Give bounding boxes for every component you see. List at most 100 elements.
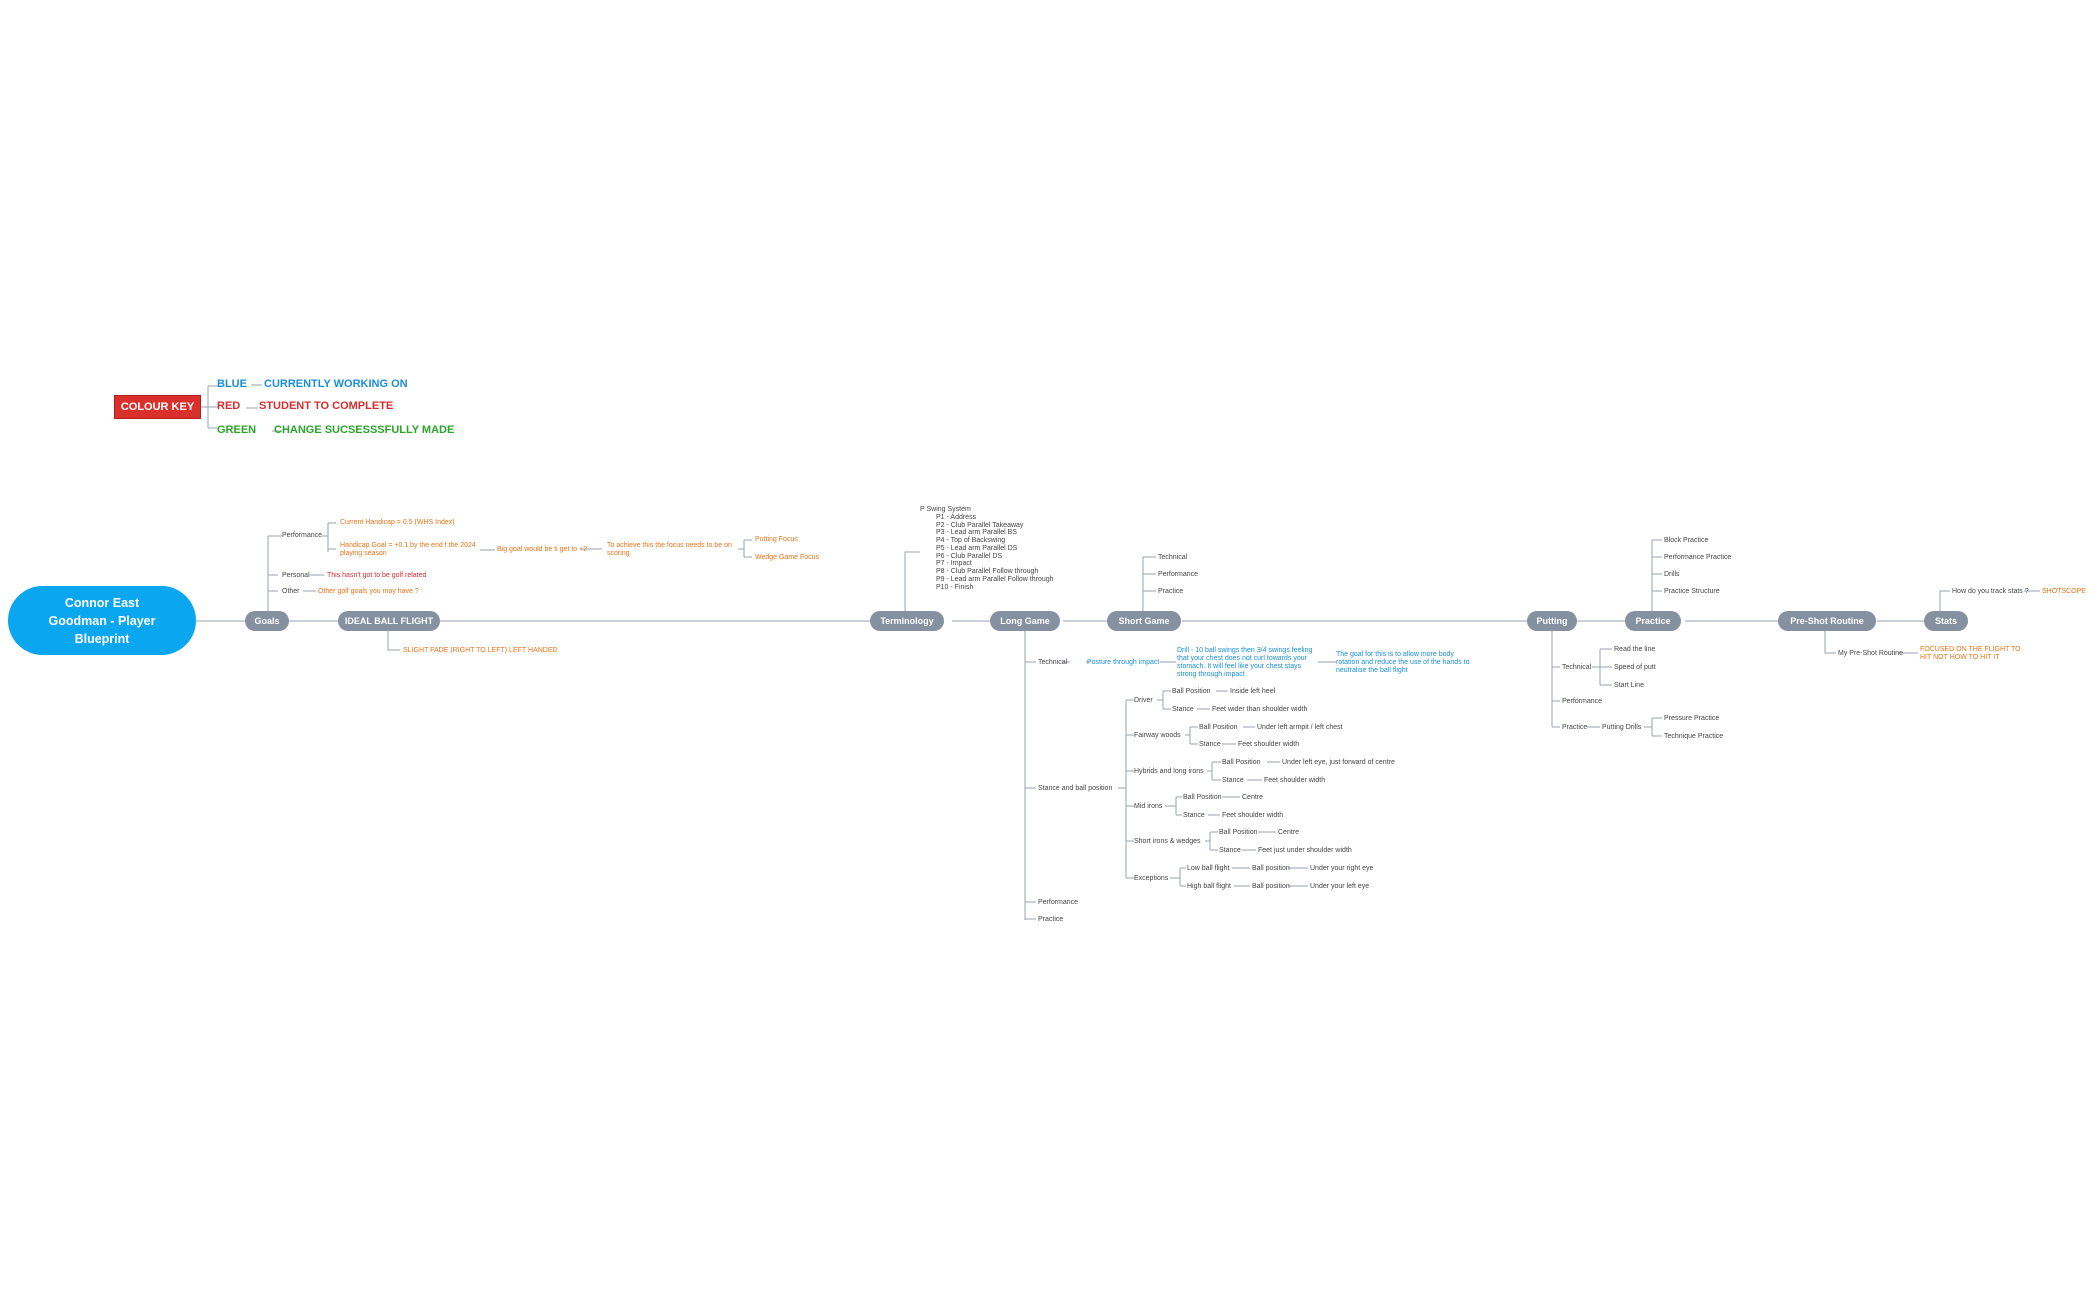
topic-putting[interactable]: Putting: [1527, 611, 1577, 631]
exception-low-value[interactable]: Under your right eye: [1310, 865, 1374, 872]
club-short-irons-wedges[interactable]: Short irons & wedges: [1134, 838, 1201, 845]
stats-answer[interactable]: SHOTSCOPE: [2042, 588, 2086, 595]
fairway-stance-label[interactable]: Stance: [1199, 741, 1221, 748]
club-fairway-woods[interactable]: Fairway woods: [1134, 732, 1181, 739]
practice-drills[interactable]: Drills: [1664, 571, 1680, 578]
hybrid-ball-position-value[interactable]: Under left eye, just forward of centre: [1282, 759, 1395, 766]
hybrid-stance-label[interactable]: Stance: [1222, 777, 1244, 784]
putting-start-line[interactable]: Start Line: [1614, 682, 1644, 689]
long-game-exceptions[interactable]: Exceptions: [1134, 875, 1169, 882]
exception-high-value[interactable]: Under your left eye: [1310, 883, 1370, 890]
driver-stance-label[interactable]: Stance: [1172, 706, 1194, 713]
long-game-drill[interactable]: Drill - 10 ball swings then 3/4 swings f…: [1177, 647, 1313, 678]
mid-stance-value[interactable]: Feet shoulder width: [1222, 812, 1284, 819]
p-swing-system[interactable]: P Swing System P1 - Address P2 - Club Pa…: [920, 506, 1054, 591]
goals-personal-note[interactable]: This hasn't got to be golf related: [327, 572, 427, 579]
putting-drills[interactable]: Putting Drills: [1602, 724, 1642, 731]
p-swing-p4: P4 - Top of Backswing: [936, 537, 1006, 544]
putting-technique-practice[interactable]: Technique Practice: [1664, 733, 1724, 740]
topic-goals[interactable]: Goals: [245, 611, 289, 631]
short-game-technical[interactable]: Technical: [1158, 554, 1188, 561]
goals-other[interactable]: Other: [282, 588, 300, 595]
root-line-3: Blueprint: [74, 631, 130, 646]
topic-pre-shot-routine[interactable]: Pre-Shot Routine: [1778, 611, 1876, 631]
club-mid-irons[interactable]: Mid irons: [1134, 803, 1163, 810]
goals-personal[interactable]: Personal: [282, 572, 310, 579]
long-game-posture[interactable]: Posture through impact: [1087, 659, 1160, 666]
p-swing-p6: P6 - Club Parallel DS: [936, 552, 1003, 560]
exception-low-ball-position[interactable]: Ball position: [1252, 865, 1290, 872]
key-green-label[interactable]: GREEN: [217, 424, 257, 436]
fairway-ball-position-value[interactable]: Under left armpit / left chest: [1257, 724, 1343, 731]
p-swing-p5: P5 - Lead arm Parallel DS: [936, 544, 1018, 552]
club-driver[interactable]: Driver: [1134, 697, 1153, 704]
goals-focus[interactable]: To achieve this the focus needs to be on…: [607, 542, 732, 557]
hybrid-ball-position-label[interactable]: Ball Position: [1222, 759, 1261, 766]
root-topic[interactable]: Connor East Goodman - Player Blueprint: [8, 586, 196, 655]
practice-structure[interactable]: Practice Structure: [1664, 588, 1720, 595]
goals-other-note[interactable]: Other golf goals you may have ?: [318, 588, 419, 595]
short-stance-label[interactable]: Stance: [1219, 847, 1241, 854]
topic-practice[interactable]: Practice: [1625, 611, 1681, 631]
mid-ball-position-value[interactable]: Centre: [1242, 794, 1264, 801]
long-game-stance-ball[interactable]: Stance and ball position: [1038, 785, 1113, 792]
long-game-practice[interactable]: Practice: [1038, 916, 1064, 923]
short-ball-position-label[interactable]: Ball Position: [1219, 829, 1258, 836]
stats-question[interactable]: How do you track stats ?: [1952, 588, 2029, 595]
key-blue-label[interactable]: BLUE: [217, 378, 247, 390]
colour-key-title[interactable]: COLOUR KEY: [114, 395, 201, 419]
putting-technical[interactable]: Technical: [1562, 664, 1592, 671]
putting-read-line[interactable]: Read the line: [1614, 646, 1656, 653]
putting-performance[interactable]: Performance: [1562, 698, 1603, 705]
long-game-goal-note[interactable]: The goal for this is to allow more body …: [1336, 651, 1470, 674]
exception-low-flight[interactable]: Low ball flight: [1187, 865, 1230, 872]
p-swing-title: P Swing System: [920, 506, 971, 513]
topic-long-game[interactable]: Long Game: [990, 611, 1060, 631]
goals-wedge-focus[interactable]: Wedge Game Focus: [755, 554, 820, 561]
pre-shot-my-routine[interactable]: My Pre-Shot Routine: [1838, 650, 1903, 657]
key-red-label[interactable]: RED: [217, 400, 241, 412]
key-green-meaning[interactable]: CHANGE SUCSESSSFULLY MADE: [274, 424, 455, 436]
goals-current-handicap[interactable]: Current Handicap = 0.5 (WHS Index): [340, 519, 455, 526]
driver-stance-value[interactable]: Feet wider than shoulder width: [1212, 706, 1308, 713]
goals-putting-focus[interactable]: Putting Focus: [755, 536, 798, 543]
long-game-performance[interactable]: Performance: [1038, 899, 1079, 906]
p-swing-p8: P8 - Club Parallel Follow through: [936, 568, 1039, 575]
root-line-1: Connor East: [64, 595, 140, 610]
fairway-ball-position-label[interactable]: Ball Position: [1199, 724, 1238, 731]
p-swing-p3: P3 - Lead arm Parallel BS: [936, 529, 1017, 537]
mid-ball-position-label[interactable]: Ball Position: [1183, 794, 1222, 801]
p-swing-p1: P1 - Address: [936, 513, 977, 521]
fairway-stance-value[interactable]: Feet shoulder width: [1238, 741, 1300, 748]
exception-high-ball-position[interactable]: Ball position: [1252, 883, 1290, 890]
mid-stance-label[interactable]: Stance: [1183, 812, 1205, 819]
long-game-technical[interactable]: Technical: [1038, 659, 1068, 666]
goals-performance[interactable]: Performance: [282, 532, 323, 539]
exception-high-flight[interactable]: High ball flight: [1187, 883, 1231, 890]
topic-stats[interactable]: Stats: [1924, 611, 1968, 631]
short-game-practice[interactable]: Practice: [1158, 588, 1184, 595]
root-line-2: Goodman - Player: [48, 613, 156, 628]
topic-ideal-ball-flight[interactable]: IDEAL BALL FLIGHT: [338, 611, 440, 631]
driver-ball-position-label[interactable]: Ball Position: [1172, 688, 1211, 695]
key-red-meaning[interactable]: STUDENT TO COMPLETE: [259, 400, 394, 412]
short-game-performance[interactable]: Performance: [1158, 571, 1199, 578]
driver-ball-position-value[interactable]: Inside left heel: [1230, 688, 1276, 695]
goals-handicap-goal[interactable]: Handicap Goal = +0.1 by the end f the 20…: [340, 542, 476, 557]
short-ball-position-value[interactable]: Centre: [1278, 829, 1300, 836]
club-hybrids-long-irons[interactable]: Hybrids and long irons: [1134, 768, 1204, 775]
practice-performance[interactable]: Performance Practice: [1664, 554, 1732, 561]
short-stance-value[interactable]: Feet just under shoulder width: [1258, 847, 1352, 854]
hybrid-stance-value[interactable]: Feet shoulder width: [1264, 777, 1326, 784]
topic-short-game[interactable]: Short Game: [1107, 611, 1181, 631]
practice-block[interactable]: Block Practice: [1664, 537, 1709, 544]
pre-shot-note[interactable]: FOCUSED ON THE FLIGHT TO HIT NOT HOW TO …: [1920, 646, 2021, 661]
putting-pressure-practice[interactable]: Pressure Practice: [1664, 715, 1720, 722]
putting-speed[interactable]: Speed of putt: [1614, 664, 1656, 671]
topic-terminology[interactable]: Terminology: [870, 611, 944, 631]
putting-practice[interactable]: Practice: [1562, 724, 1588, 731]
key-blue-meaning[interactable]: CURRENTLY WORKING ON: [264, 378, 408, 390]
goals-big-goal[interactable]: Big goal would be ti get to +2: [497, 546, 588, 553]
ball-flight-note[interactable]: SLIGHT FADE (RIGHT TO LEFT) LEFT HANDED: [403, 647, 558, 654]
